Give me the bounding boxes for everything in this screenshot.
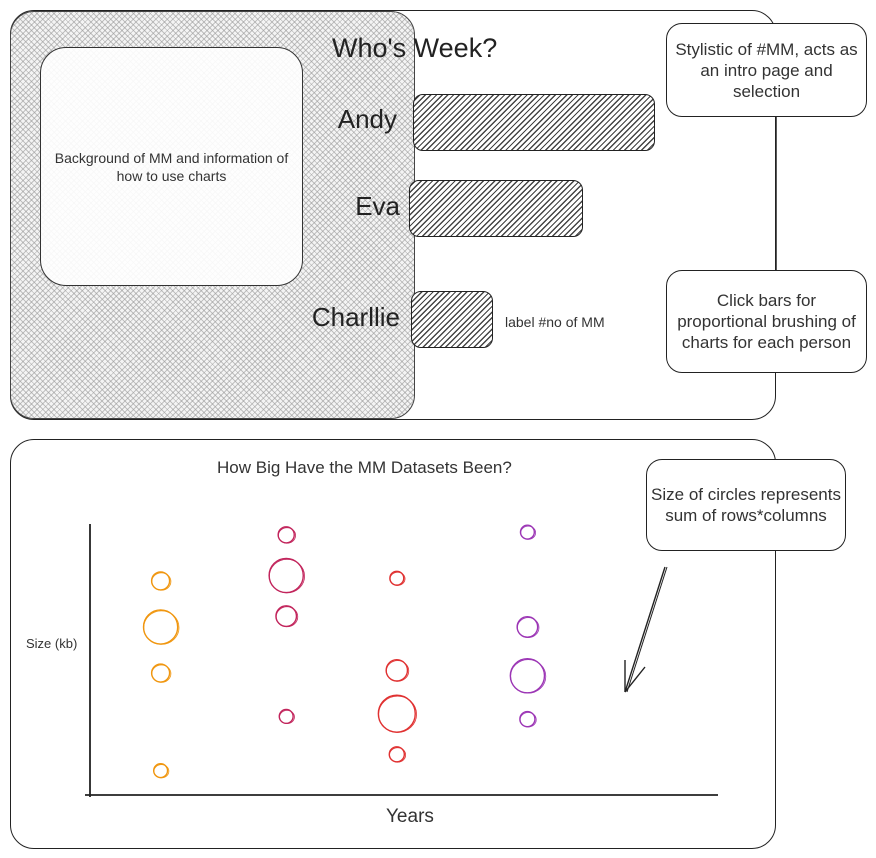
- bubble-group-4-3: [519, 712, 537, 728]
- note-stylistic: Stylistic of #MM, acts as an intro page …: [666, 23, 867, 117]
- person-bar-charllie[interactable]: [411, 291, 493, 348]
- y-axis-label: Size (kb): [26, 636, 78, 651]
- person-bar-eva[interactable]: [409, 180, 583, 237]
- bubble-group-4-2: [510, 659, 547, 694]
- note-click-bars-text: Click bars for proportional brushing of …: [677, 291, 856, 352]
- bubble-group-2-2: [275, 606, 299, 628]
- person-label-andy: Andy: [337, 104, 397, 134]
- bubble-group-3-0: [389, 571, 406, 586]
- chart-title: How Big Have the MM Datasets Been?: [217, 458, 512, 477]
- person-label-eva: Eva: [355, 191, 400, 221]
- info-box-text: Background of MM and information of how …: [54, 149, 289, 184]
- page-title: Who's Week?: [332, 33, 498, 63]
- person-label-charllie: Charllie: [311, 302, 400, 332]
- info-box: Background of MM and information of how …: [40, 47, 303, 286]
- bubble-group-3-1: [386, 660, 410, 682]
- note-click-bars: Click bars for proportional brushing of …: [666, 270, 867, 373]
- bubble-group-3-3: [389, 747, 407, 763]
- note-circle-size-text: Size of circles represents sum of rows*c…: [651, 485, 841, 525]
- bubble-group-1-3: [153, 764, 170, 779]
- note-stylistic-text: Stylistic of #MM, acts as an intro page …: [675, 39, 858, 101]
- note-circle-size: Size of circles represents sum of rows*c…: [646, 459, 846, 551]
- bar-annotation: label #no of MM: [505, 314, 605, 330]
- bubble-group-3-2: [378, 695, 417, 733]
- bubble-group-1-1: [143, 610, 180, 645]
- bubble-group-4-0: [520, 525, 537, 540]
- bubble-group-2-1: [269, 558, 305, 594]
- bubble-group-2-0: [278, 527, 296, 544]
- x-axis-label: Years: [386, 806, 434, 827]
- bubble-group-4-1: [517, 617, 540, 638]
- bubble-group-1-2: [151, 664, 172, 683]
- person-bar-andy[interactable]: [413, 94, 655, 151]
- arrow-icon: [624, 566, 668, 693]
- bubble-group-1-0: [151, 572, 172, 591]
- bubble-group-2-3: [279, 709, 295, 725]
